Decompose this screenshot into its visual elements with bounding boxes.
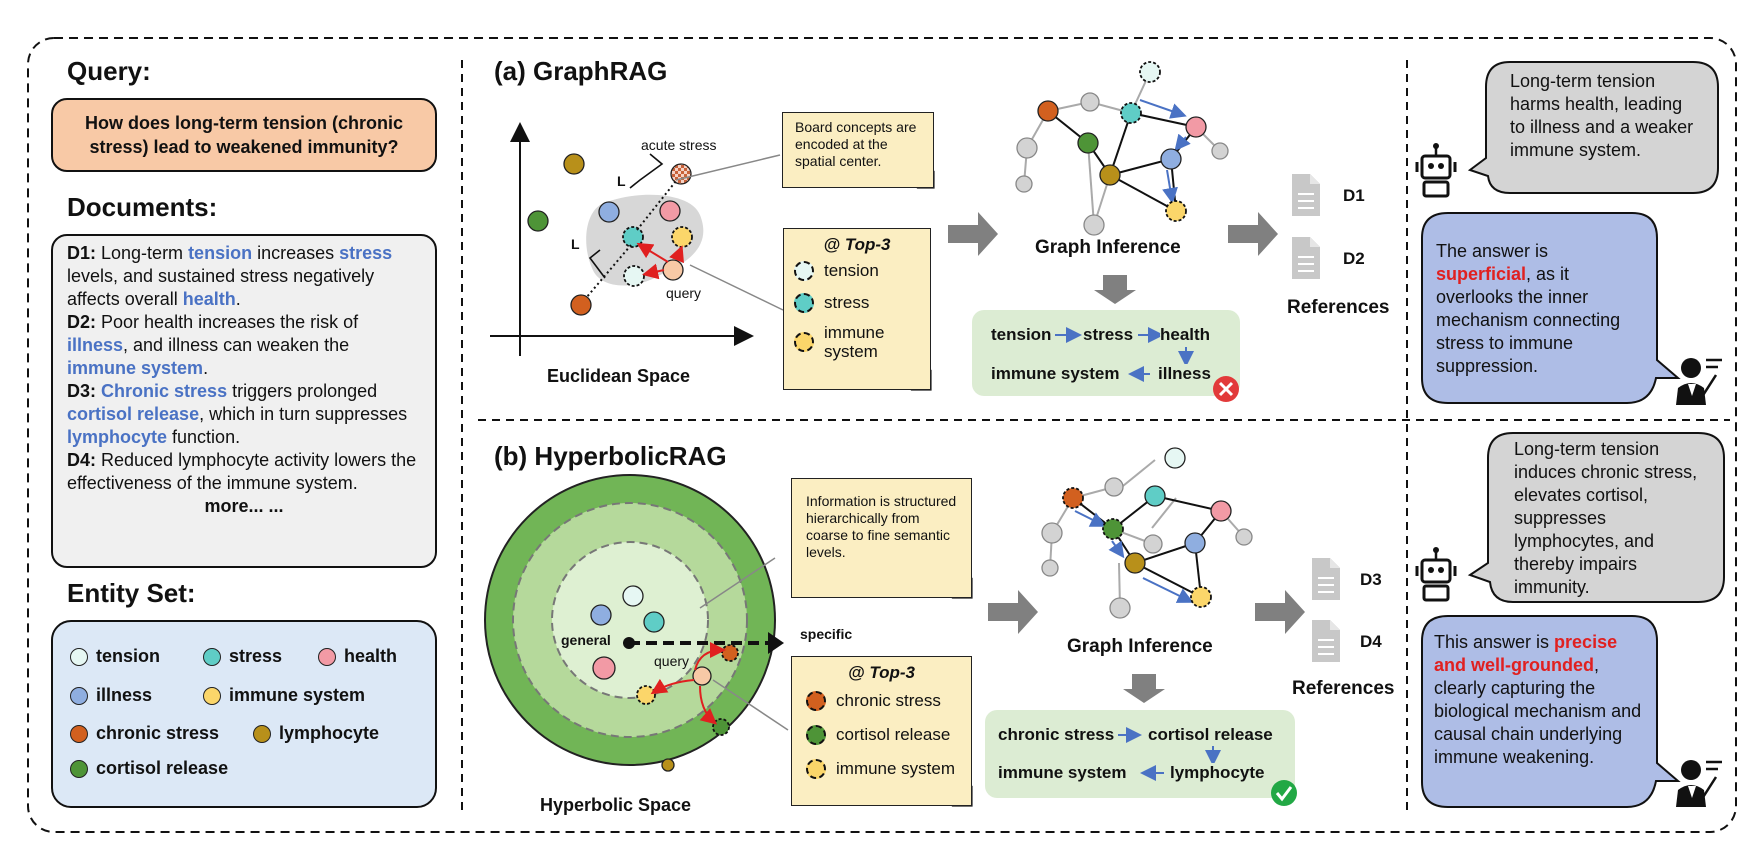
graph-inference-label-a: Graph Inference — [1035, 237, 1181, 258]
hyperbolic-disk — [484, 474, 789, 772]
top3-title-b: @ Top-3 — [848, 663, 915, 682]
judge-b: This answer is precise and well-grounded… — [1434, 632, 1642, 767]
top3-box-b: @ Top-3 chronic stress cortisol release … — [791, 656, 972, 806]
ref-d3: D3 — [1360, 570, 1382, 589]
top3-b-item-3: immune system — [806, 759, 957, 779]
doc-icon-d1 — [1292, 174, 1320, 216]
documents-heading: Documents: — [67, 192, 218, 222]
entity-stress: stress — [203, 646, 282, 667]
top3-b-item-1: chronic stress — [806, 691, 957, 711]
doc-icon-d2 — [1292, 237, 1320, 279]
arrow-a3 — [1094, 275, 1136, 304]
top3-box-a: @ Top-3 tension stress immune system — [783, 228, 931, 390]
chain-b-cortisol-release: cortisol release — [1148, 725, 1273, 745]
query-heading: Query: — [67, 56, 151, 86]
doc-d2: D2: Poor health increases the risk of il… — [67, 312, 359, 378]
documents-box: D1: Long-term tension increases stress l… — [51, 234, 437, 568]
l-label-2: L — [571, 236, 580, 252]
hyperbolic-space-label: Hyperbolic Space — [540, 795, 692, 815]
chain-arrows-b — [1118, 727, 1221, 781]
arrow-a1 — [948, 212, 998, 256]
arrow-b1 — [988, 590, 1038, 634]
doc-d3: D3: Chronic stress triggers prolonged co… — [67, 381, 408, 447]
ref-d2: D2 — [1343, 249, 1365, 268]
chain-a-tension: tension — [991, 325, 1052, 345]
bubble-answer-b — [1467, 432, 1725, 603]
doc-icon-d3 — [1312, 558, 1340, 600]
correct-icon — [1271, 780, 1297, 806]
query-box: How does long-term tension (chronic stre… — [51, 98, 437, 172]
ref-d1: D1 — [1343, 186, 1365, 205]
teacher-icon-b — [1676, 760, 1722, 807]
wrong-icon — [1213, 376, 1239, 402]
arrow-b3 — [1123, 674, 1165, 703]
doc-icon-d4 — [1312, 620, 1340, 662]
robot-icon-b — [1415, 547, 1457, 602]
graph-b — [1041, 447, 1253, 619]
top3-a-item-2: stress — [794, 293, 920, 313]
top3-b-item-2: cortisol release — [806, 725, 957, 745]
chain-b-lymphocyte: lymphocyte — [1170, 763, 1265, 783]
chain-a-illness: illness — [1158, 364, 1211, 384]
teacher-icon-a — [1676, 358, 1722, 405]
bubble-answer-a — [1467, 61, 1719, 194]
outer-frame — [27, 37, 1737, 833]
entity-cortisol-release: cortisol release — [70, 758, 228, 779]
specific-label: specific — [800, 626, 853, 642]
entity-tension: tension — [70, 646, 160, 667]
acute-stress-label: acute stress — [641, 137, 717, 153]
euclidean-space-label: Euclidean Space — [547, 366, 691, 386]
entity-lymphocyte: lymphocyte — [253, 723, 379, 744]
hyperbolicrag-title: (b) HyperbolicRAG — [494, 441, 727, 471]
chain-a-stress: stress — [1083, 325, 1134, 345]
query-point-label-b: query — [654, 653, 690, 669]
chain-a-health: health — [1160, 325, 1211, 345]
robot-icon-a — [1415, 143, 1457, 198]
doc-d1: D1: Long-term tension increases stress l… — [67, 243, 393, 309]
judge-a: The answer is superficial, as it overloo… — [1436, 241, 1621, 376]
doc-d4: D4: Reduced lymphocyte activity lowers t… — [67, 450, 417, 493]
answer-a: Long-term tension harms health, leading … — [1510, 71, 1694, 160]
arrow-a2 — [1228, 212, 1278, 256]
l-label-1: L — [617, 173, 626, 189]
docs-more: more... ... — [204, 496, 284, 516]
chain-a-immune-system: immune system — [991, 364, 1120, 384]
entity-chronic-stress: chronic stress — [70, 723, 219, 744]
graph-a — [1015, 61, 1229, 236]
graph-inference-label-b: Graph Inference — [1067, 636, 1213, 657]
note-board-concepts: Board concepts are encoded at the spatia… — [782, 112, 934, 188]
entity-illness: illness — [70, 685, 152, 706]
query-text: How does long-term tension (chronic stre… — [84, 113, 403, 157]
top3-title-a: @ Top-3 — [823, 235, 891, 254]
chain-b-immune-system: immune system — [998, 763, 1127, 783]
graphrag-title: (a) GraphRAG — [494, 56, 668, 86]
entity-set-box: tension stress health illness immune sys… — [51, 620, 437, 808]
references-label-b: References — [1292, 678, 1395, 699]
entity-health: health — [318, 646, 397, 667]
references-label-a: References — [1287, 297, 1390, 318]
euclidean-plot — [490, 122, 784, 356]
arrow-b2 — [1255, 590, 1305, 634]
entity-heading: Entity Set: — [67, 578, 196, 608]
general-label: general — [561, 632, 611, 648]
answer-b: Long-term tension induces chronic stress… — [1514, 439, 1698, 597]
top3-a-item-1: tension — [794, 261, 920, 281]
chain-b-chronic-stress: chronic stress — [998, 725, 1115, 745]
ref-d4: D4 — [1360, 632, 1382, 651]
top3-a-item-3: immune system — [794, 323, 920, 361]
bubble-judge-b — [1421, 615, 1681, 808]
chain-arrows-a — [1055, 327, 1194, 382]
entity-immune-system: immune system — [203, 685, 365, 706]
query-point-label: query — [666, 285, 702, 301]
chain-panel-b — [985, 710, 1295, 798]
bubble-judge-a — [1421, 212, 1681, 404]
note-hierarchy: Information is structured hierarchically… — [791, 478, 972, 598]
